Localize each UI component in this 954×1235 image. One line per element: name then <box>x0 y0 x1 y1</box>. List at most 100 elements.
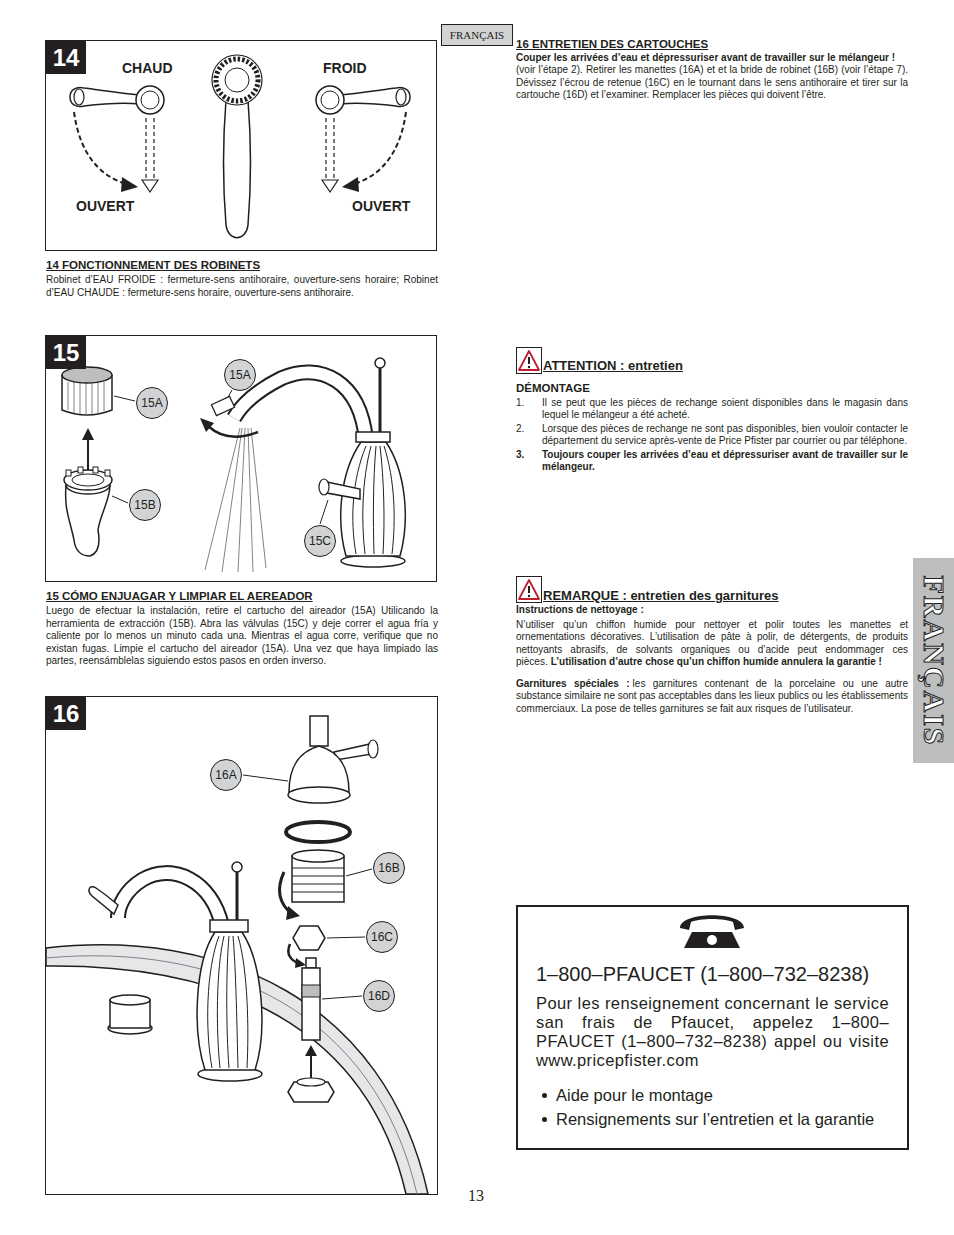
warning-icon <box>517 577 542 603</box>
callout-number: 15C <box>304 525 336 557</box>
list-number: 2. <box>516 423 542 448</box>
direction-label: OUVERT <box>76 198 134 215</box>
hot-handle <box>70 86 164 192</box>
warning-heading: ATTENTION : entretien <box>543 358 683 374</box>
callout-text: 15A <box>229 368 250 382</box>
callout-number: 16A <box>210 759 242 791</box>
text-row: OUVERT <box>352 198 410 215</box>
callout-number: 15A <box>136 387 168 419</box>
text-row: Instructions de nettoyage : <box>516 604 908 617</box>
warning-text: DÉMONTAGE 1.Il se peut que les pièces de … <box>516 381 908 474</box>
list-text: Il se peut que les pièces de rechange so… <box>542 397 908 422</box>
note-text: Instructions de nettoyage : N’utiliser qu… <box>516 604 908 715</box>
bullet <box>542 1117 547 1122</box>
bullet-item: Rensignements sur l’entretien et la gara… <box>536 1110 889 1129</box>
label: DÉMONTAGE <box>516 382 590 394</box>
removal-tool <box>64 467 112 556</box>
step-number: 16 <box>46 697 86 730</box>
callout-text: 15B <box>134 498 155 512</box>
text-row: ATTENTION : entretien <box>543 358 683 374</box>
direction-label: OUVERT <box>352 198 410 215</box>
bullet-text: Rensignements sur l’entretien et la gara… <box>556 1110 874 1129</box>
page-number: 13 <box>468 1187 484 1205</box>
list-text: Lorsque des pièces de rechange ne sont p… <box>542 423 908 448</box>
label: Instructions de nettoyage : <box>516 604 644 615</box>
label: L’utilisation d’autre chose qu’un chiffo… <box>548 656 882 667</box>
text-row: FROID <box>323 60 367 77</box>
text-row: OUVERT <box>76 198 134 215</box>
text-row: Garnitures spéciales :les garnitures con… <box>516 678 908 716</box>
node-text: 14 <box>53 44 80 72</box>
label: ATTENTION : entretien <box>543 358 683 373</box>
callout-number: 16C <box>366 921 398 953</box>
callout-text: 16C <box>371 930 393 944</box>
text-row: DÉMONTAGE <box>516 381 908 396</box>
label: Garnitures spéciales : <box>516 678 630 689</box>
phone-icon <box>680 915 744 948</box>
contact-box: 1–800–PFAUCET (1–800–732–8238) Pour les r… <box>516 905 909 1150</box>
label: 16 ENTRETIEN DES CARTOUCHES <box>516 38 708 50</box>
label: FROID <box>323 60 367 76</box>
node-text: FRANÇAIS <box>917 575 951 746</box>
direction-label: CHAUD <box>122 60 173 77</box>
node-text: FRANÇAIS <box>450 29 504 41</box>
step-panel: 14 FONCTIONNEMENT DES ROBINETSRobinet d’… <box>45 40 437 251</box>
step-number: 15 <box>46 336 86 369</box>
caption-text: Luego de efectuar la instalación, retire… <box>46 605 438 668</box>
caption-text: Robinet d’EAU FROIDE : fermeture-sens an… <box>46 274 438 299</box>
callout-number: 15B <box>129 489 161 521</box>
language-tag: FRANÇAIS <box>441 24 513 46</box>
text-row: N’utiliser qu’un chiffon humide pour net… <box>516 619 908 669</box>
list-number: 3. <box>516 449 542 474</box>
bullet-item: Aide pour le montage <box>536 1086 889 1105</box>
note-heading: REMARQUE : entretien des garnitures <box>543 588 779 604</box>
label: Couper les arrivées d’eau et dépressuris… <box>516 52 895 63</box>
list-item: 2.Lorsque des pièces de rechange ne sont… <box>516 423 908 448</box>
spout-top-view <box>212 55 262 238</box>
text-row: 13 <box>468 1187 484 1205</box>
callout-number: 16D <box>363 980 395 1012</box>
callout-text: 15A <box>141 396 162 410</box>
caption-heading: 14 FONCTIONNEMENT DES ROBINETS <box>46 258 438 272</box>
callout-number: 16B <box>373 852 405 884</box>
exploded-parts <box>280 716 379 1102</box>
label: (voir l’étape 2). Retirer les manettes (… <box>516 64 908 100</box>
label: OUVERT <box>352 198 410 214</box>
caption-heading: 15 CÓMO ENJUAGAR Y LIMPIAR EL AEREADOR <box>46 589 438 603</box>
text-row: (voir l’étape 2). Retirer les manettes (… <box>516 64 908 102</box>
text-row: Couper les arrivées d’eau et dépressuris… <box>516 52 908 65</box>
section-text: 16 ENTRETIEN DES CARTOUCHES Couper les ar… <box>516 37 908 102</box>
label: OUVERT <box>76 198 134 214</box>
callout-text: 16D <box>368 989 390 1003</box>
text-row: CHAUD <box>122 60 173 77</box>
warning-icon <box>517 348 542 374</box>
faucet <box>89 862 262 1081</box>
node-text: 15 <box>53 339 80 367</box>
bullet <box>542 1093 547 1098</box>
node-text: 16 <box>53 700 80 728</box>
list-number: 1. <box>516 397 542 422</box>
label: CHAUD <box>122 60 173 76</box>
callout-text: 16A <box>215 768 236 782</box>
callout-text: 15C <box>309 534 331 548</box>
caption: 14 FONCTIONNEMENT DES ROBINETS Robinet d’… <box>46 258 438 299</box>
label: 13 <box>468 1187 484 1204</box>
list-item: 3.Toujours couper les arrivées d’eau et … <box>516 449 908 474</box>
callout-text: 16B <box>378 861 399 875</box>
callout-number: 15A <box>224 359 256 391</box>
language-tab: FRANÇAIS <box>913 558 954 763</box>
phone-number-heading: 1–800–PFAUCET (1–800–732–8238) <box>536 962 889 986</box>
label: REMARQUE : entretien des garnitures <box>543 588 779 603</box>
bullet-text: Aide pour le montage <box>556 1086 713 1105</box>
step-panel: 15 CÓMO ENJUAGAR Y LIMPIAR EL AEREADORLu… <box>45 335 437 582</box>
faucet <box>200 358 405 572</box>
caption: 15 CÓMO ENJUAGAR Y LIMPIAR EL AEREADOR Lu… <box>46 589 438 668</box>
list-item: 1.Il se peut que les pièces de rechange … <box>516 397 908 422</box>
aerator <box>62 367 112 415</box>
step-number: 14 <box>46 41 86 74</box>
contact-text: Pour les renseignement concernant le ser… <box>536 994 889 1070</box>
text-row: 16 ENTRETIEN DES CARTOUCHES <box>516 37 908 52</box>
direction-label: FROID <box>323 60 367 77</box>
list-text: Toujours couper les arrivées d’eau et dé… <box>542 449 908 474</box>
